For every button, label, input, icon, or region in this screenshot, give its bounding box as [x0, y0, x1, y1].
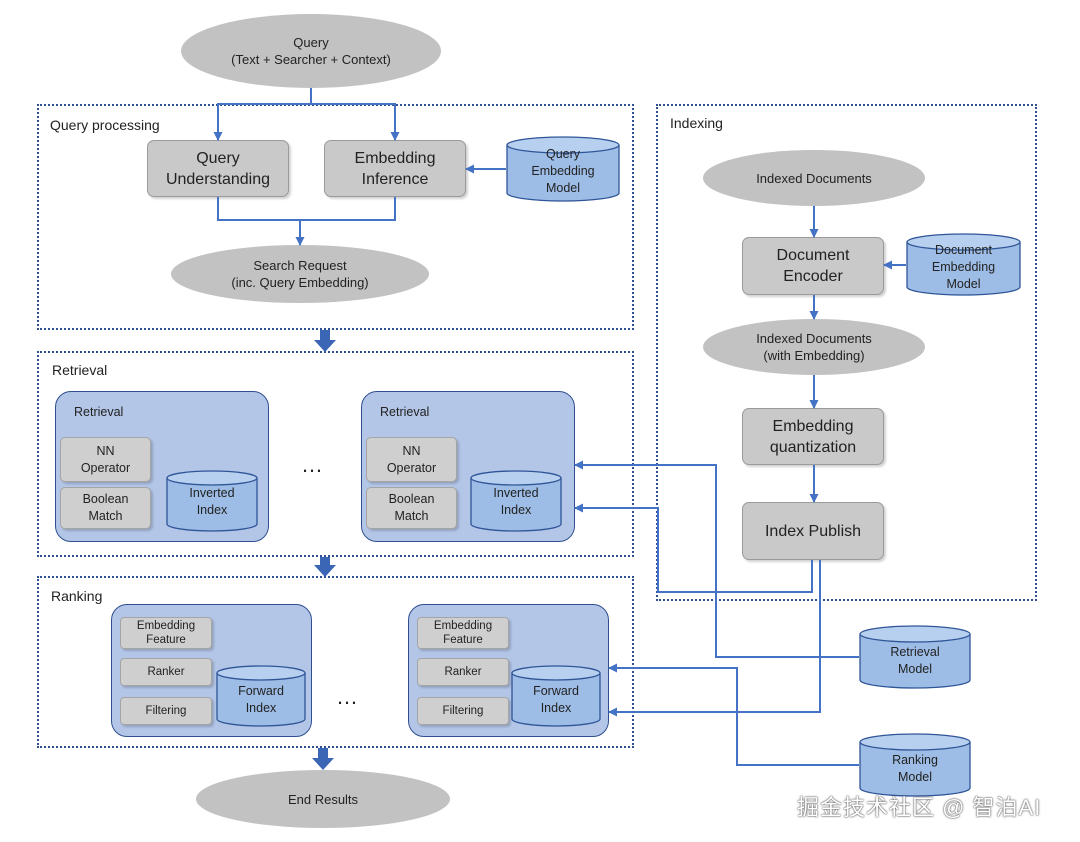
inverted-index-label: Inverted Index [493, 486, 539, 517]
watermark: 掘金技术社区 @ 智泊AI [797, 795, 1042, 820]
inverted-index-label: Inverted Index [189, 486, 235, 517]
forward-index-label: Forward Index [533, 684, 579, 715]
stage-arrow-1 [314, 330, 336, 352]
filtering-box: Filtering [120, 697, 212, 725]
cylinder-shape [166, 470, 258, 532]
stage-arrow-2 [314, 557, 336, 577]
query-embedding-model-cylinder: Query Embedding Model [506, 136, 620, 202]
embedding-feature-box: Embedding Feature [120, 617, 212, 649]
retrieval-node-right: Retrieval NN Operator Boolean Match Inve… [361, 391, 575, 542]
retrieval-node-title: Retrieval [74, 405, 124, 419]
cylinder-shape [859, 733, 971, 797]
ranking-ellipsis: … [336, 684, 361, 709]
forward-index-cylinder: Forward Index [216, 665, 306, 727]
arrow-ranking-model-to-ranking [608, 663, 859, 766]
retrieval-region [37, 351, 634, 557]
retrieval-ellipsis: … [301, 452, 326, 477]
ranking-node-left: Embedding Feature Ranker Filtering Forwa… [111, 604, 312, 737]
boolean-match-box: Boolean Match [60, 487, 151, 529]
ranking-title: Ranking [51, 588, 103, 604]
retrieval-node-title: Retrieval [380, 405, 430, 419]
search-request-ellipse: Search Request (inc. Query Embedding) [171, 245, 429, 303]
end-results-ellipse: End Results [196, 770, 450, 828]
query-ellipse: Query (Text + Searcher + Context) [181, 14, 441, 88]
cylinder-shape [470, 470, 562, 532]
indexed-documents-ellipse: Indexed Documents [703, 150, 925, 206]
ranking-model-cylinder: Ranking Model [859, 733, 971, 797]
forward-index-label: Forward Index [238, 684, 284, 715]
inverted-index-cylinder: Inverted Index [166, 470, 258, 532]
nn-operator-box: NN Operator [60, 437, 151, 482]
query-processing-title: Query processing [50, 117, 160, 133]
retrieval-model-cylinder: Retrieval Model [859, 625, 971, 689]
retrieval-model-label: Retrieval Model [890, 645, 940, 676]
document-embedding-model-label: Document Embedding Model [931, 243, 996, 291]
cylinder-shape [511, 665, 601, 727]
document-embedding-model-cylinder: Document Embedding Model [906, 233, 1021, 296]
ranking-node-right: Embedding Feature Ranker Filtering Forwa… [408, 604, 609, 737]
embedding-feature-box: Embedding Feature [417, 617, 509, 649]
document-encoder-box: Document Encoder [742, 237, 884, 295]
retrieval-node-left: Retrieval NN Operator Boolean Match Inve… [55, 391, 269, 542]
filtering-box: Filtering [417, 697, 509, 725]
index-publish-box: Index Publish [742, 502, 884, 560]
retrieval-title: Retrieval [52, 362, 108, 378]
forward-index-cylinder: Forward Index [511, 665, 601, 727]
inverted-index-cylinder: Inverted Index [470, 470, 562, 532]
stage-arrow-3 [312, 748, 334, 770]
embedding-inference-box: Embedding Inference [324, 140, 466, 197]
cylinder-shape [216, 665, 306, 727]
cylinder-shape [506, 136, 620, 202]
query-understanding-box: Query Understanding [147, 140, 289, 197]
boolean-match-box: Boolean Match [366, 487, 457, 529]
cylinder-shape [906, 233, 1021, 296]
embedding-quantization-box: Embedding quantization [742, 408, 884, 465]
ranking-model-label: Ranking Model [892, 753, 938, 784]
ranker-box: Ranker [120, 658, 212, 686]
query-embedding-model-label: Query Embedding Model [531, 147, 595, 195]
cylinder-shape [859, 625, 971, 689]
nn-operator-box: NN Operator [366, 437, 457, 482]
indexing-title: Indexing [670, 115, 723, 131]
indexed-documents-embedding-ellipse: Indexed Documents (with Embedding) [703, 319, 925, 375]
ranker-box: Ranker [417, 658, 509, 686]
